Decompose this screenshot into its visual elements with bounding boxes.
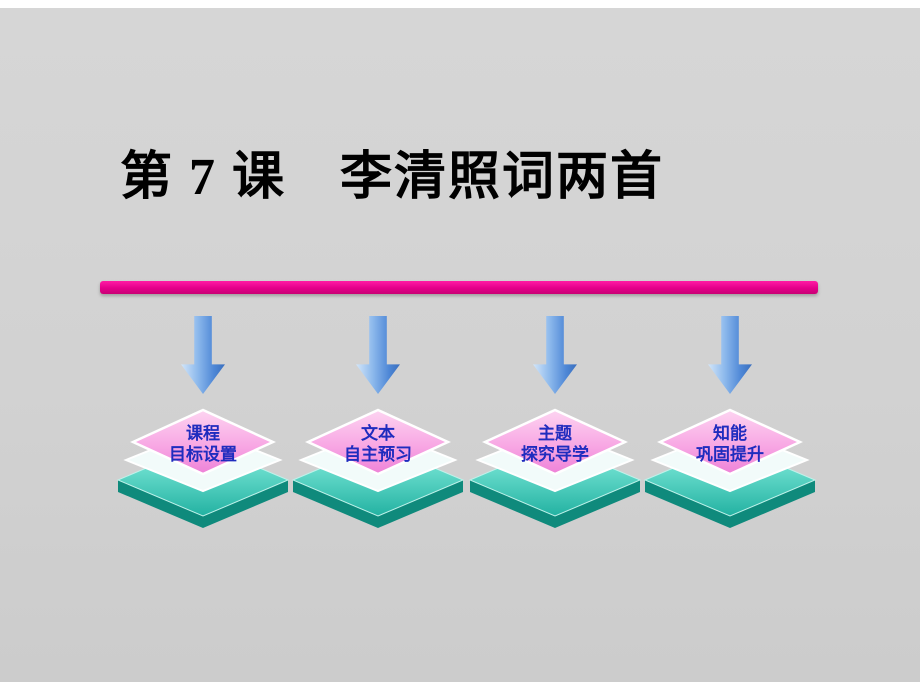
slide-canvas: 第 7 课 李清照词两首 课程 目标设置 — [0, 8, 920, 682]
nav-label-line2: 巩固提升 — [696, 445, 764, 464]
nav-label-line1: 文本 — [361, 423, 395, 443]
down-arrow-icon — [181, 316, 225, 394]
down-arrow-icon — [533, 316, 577, 394]
down-arrow-icon — [708, 316, 752, 394]
nav-label-line1: 主题 — [538, 423, 573, 443]
nav-label-line1: 知能 — [712, 423, 747, 443]
nav-label-line2: 探究导学 — [521, 444, 589, 464]
slide-title: 第 7 课 李清照词两首 — [120, 149, 665, 206]
diamond-stack[interactable]: 课程 目标设置 — [113, 408, 293, 532]
nav-label-line2: 目标设置 — [169, 444, 237, 464]
diamond-side — [470, 480, 640, 528]
nav-label-line2: 自主预习 — [344, 444, 412, 464]
diamond-side — [118, 480, 288, 528]
pink-layer — [481, 408, 629, 476]
magenta-divider-bar — [100, 281, 818, 294]
pink-layer — [304, 408, 452, 476]
diamond-stack[interactable]: 文本 自主预习 — [288, 408, 468, 532]
diamond-side — [293, 480, 463, 528]
nav-item-knowledge-consolidation[interactable]: 知能 巩固提升 — [640, 316, 820, 532]
diamond-side — [645, 480, 815, 528]
pink-layer — [129, 408, 277, 476]
nav-item-course-goals[interactable]: 课程 目标设置 — [113, 316, 293, 532]
pink-layer — [656, 408, 804, 476]
nav-label-line1: 课程 — [186, 424, 220, 443]
diamond-stack[interactable]: 主题 探究导学 — [465, 408, 645, 532]
nav-item-theme-exploration[interactable]: 主题 探究导学 — [465, 316, 645, 532]
nav-item-text-preview[interactable]: 文本 自主预习 — [288, 316, 468, 532]
down-arrow-icon — [356, 316, 400, 394]
diamond-stack[interactable]: 知能 巩固提升 — [640, 408, 820, 532]
